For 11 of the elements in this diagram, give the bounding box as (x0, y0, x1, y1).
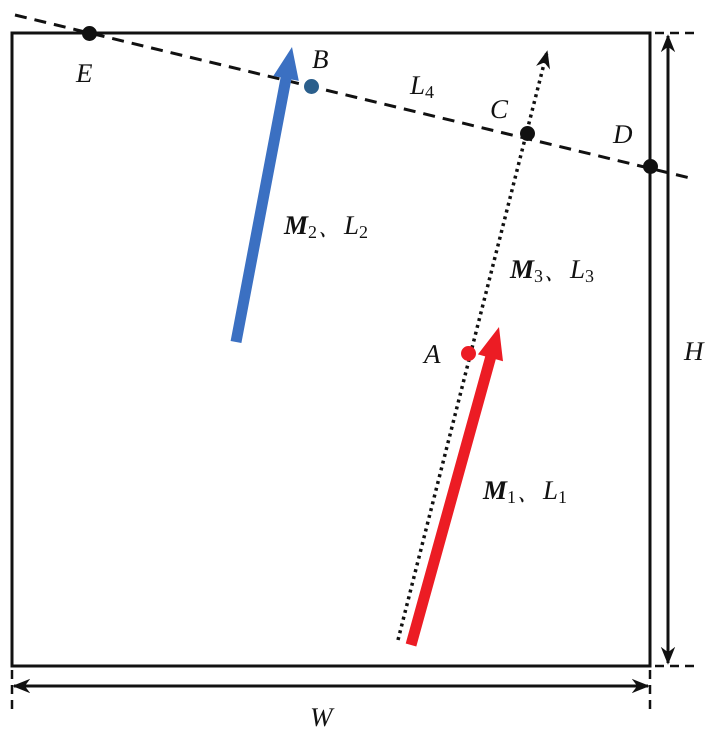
vector-label: M$_{2}$、L$_{2}$ (284, 212, 368, 241)
point-label: A (424, 341, 440, 368)
line-label: L$_{4}$ (410, 72, 434, 101)
dimension-label: W (310, 704, 332, 731)
point-label: C (490, 96, 508, 123)
point-label: B (312, 46, 328, 73)
vector-label: M$_{3}$、L$_{3}$ (510, 256, 594, 285)
dimension-label: H (684, 338, 704, 365)
point-label: D (613, 121, 632, 148)
vector-label: M$_{1}$、L$_{1}$ (483, 477, 568, 506)
point-label: E (76, 60, 92, 87)
